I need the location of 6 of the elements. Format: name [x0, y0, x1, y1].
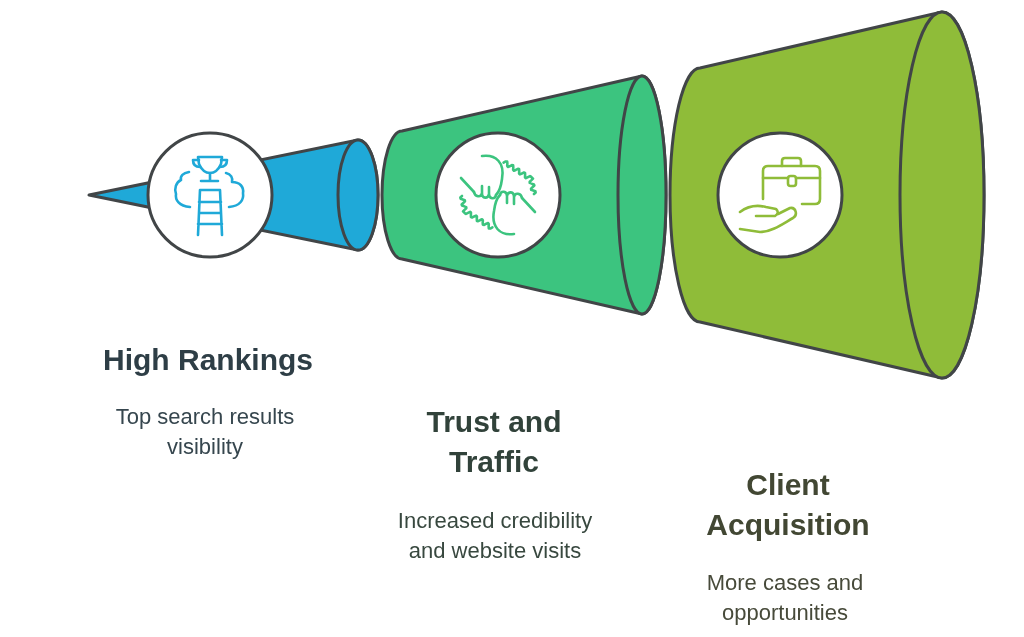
stage-title: High Rankings [102, 342, 314, 378]
stage-description: Top search results visibility [114, 403, 296, 461]
stage-title: Client Acquisition [705, 467, 871, 543]
stage-title: Trust and Traffic [425, 404, 563, 480]
stage-description: Increased credibility and website visits [396, 507, 594, 565]
stage-description: More cases and opportunities [705, 569, 865, 627]
